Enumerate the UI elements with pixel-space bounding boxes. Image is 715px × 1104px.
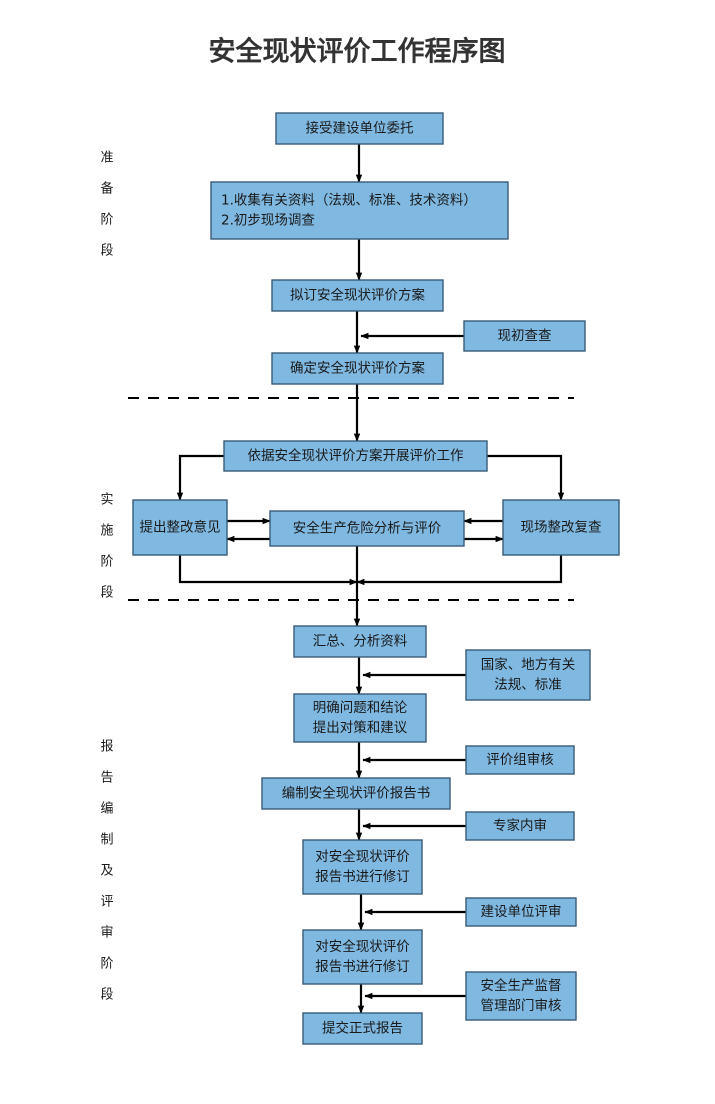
node-label-safety-supervision: 安全生产监督 [481,977,562,994]
node-label-revise-report-1: 报告书进行修订 [315,869,410,885]
node-box-expert-review[interactable] [465,811,575,841]
phase-char: 准 [100,151,113,166]
node-box-accept-commission[interactable] [275,112,444,145]
node-box-confirm-plan[interactable] [271,352,444,385]
phase-char: 及 [100,864,113,879]
node-label-revise-report-2: 报告书进行修订 [315,959,410,975]
node-summarize-data[interactable]: 汇总、分析资料 [293,625,427,658]
phase-char: 审 [100,926,113,941]
phase-char: 报 [100,740,113,755]
node-box-national-local-laws[interactable] [465,649,591,701]
page-title: 安全现状评价工作程序图 [209,36,506,68]
node-label-safety-supervision: 管理部门审核 [481,998,562,1014]
node-compile-report[interactable]: 编制安全现状评价报告书 [261,777,451,810]
node-confirm-plan[interactable]: 确定安全现状评价方案 [271,352,444,385]
node-box-risk-analysis[interactable] [269,510,465,547]
phase-char: 段 [100,988,113,1003]
node-box-collect-data[interactable] [210,181,509,240]
node-review-group[interactable]: 评价组审核 [465,745,575,775]
node-label-confirm-plan: 确定安全现状评价方案 [290,360,425,377]
node-box-revise-report-2[interactable] [302,929,423,985]
node-risk-analysis[interactable]: 安全生产危险分析与评价 [269,510,465,547]
node-label-risk-analysis: 安全生产危险分析与评价 [293,520,442,537]
phase-char: 施 [100,524,113,539]
node-label-national-local-laws: 法规、标准 [494,677,562,693]
node-box-draft-plan[interactable] [271,279,444,312]
node-box-onsite-recheck[interactable] [502,499,620,556]
node-expert-review[interactable]: 专家内审 [465,811,575,841]
node-box-rectification-opinion[interactable] [132,499,228,556]
phase-char: 实 [100,493,113,508]
phase-char: 评 [100,895,113,910]
phase-char: 备 [100,181,113,197]
flow-connectors [176,144,565,1014]
node-box-initial-survey[interactable] [463,320,586,352]
node-collect-data[interactable]: 1.收集有关资料（法规、标准、技术资料） 2.初步现场调查 [210,181,509,240]
phase-char: 阶 [100,957,113,972]
node-label-national-local-laws: 国家、地方有关 [481,656,576,673]
connector-left-bottom-loop [178,555,358,586]
node-onsite-recheck[interactable]: 现场整改复查 [502,499,620,556]
node-label-review-group: 评价组审核 [486,752,554,768]
connector-right-bottom-loop [356,555,563,586]
node-conduct-evaluation[interactable]: 依据安全现状评价方案开展评价工作 [223,440,488,472]
node-accept-commission[interactable]: 接受建设单位委托 [275,112,444,145]
node-box-owner-review[interactable] [465,897,577,927]
node-label-clarify-problems: 提出对策和建议 [313,719,408,736]
phase-char: 编 [100,802,113,817]
phase-char: 阶 [100,213,113,228]
node-label-revise-report-2: 对安全现状评价 [315,938,410,955]
node-box-safety-supervision[interactable] [465,971,577,1021]
node-box-conduct-evaluation[interactable] [223,440,488,472]
node-label-collect-data: 1.收集有关资料（法规、标准、技术资料） [221,193,477,209]
node-initial-survey[interactable]: 现初查查 [463,320,586,352]
node-box-review-group[interactable] [465,745,575,775]
phase-dividers [128,397,574,601]
node-rectification-opinion[interactable]: 提出整改意见 [132,499,228,556]
node-label-clarify-problems: 明确问题和结论 [313,700,408,716]
node-label-owner-review: 建设单位评审 [481,904,562,920]
node-box-clarify-problems[interactable] [293,693,427,743]
phase-char: 阶 [100,555,113,570]
node-label-collect-data: 2.初步现场调查 [221,212,315,229]
node-label-summarize-data: 汇总、分析资料 [313,634,408,650]
node-label-onsite-recheck: 现场整改复查 [521,519,602,536]
node-label-draft-plan: 拟订安全现状评价方案 [290,287,425,304]
phase-char: 告 [100,771,113,786]
flow-nodes: 接受建设单位委托 1.收集有关资料（法规、标准、技术资料） 2.初步现场调查拟订安全… [132,112,620,1045]
node-label-initial-survey: 现初查查 [498,327,552,344]
node-owner-review[interactable]: 建设单位评审 [465,897,577,927]
node-label-compile-report: 编制安全现状评价报告书 [282,785,431,802]
node-label-accept-commission: 接受建设单位委托 [306,120,414,137]
connector-conduct-to-right [487,454,565,501]
phase-char: 段 [100,244,113,259]
node-label-expert-review: 专家内审 [493,817,547,834]
phase-char: 段 [100,586,113,601]
node-label-rectification-opinion: 提出整改意见 [140,519,221,536]
phase-char: 制 [100,833,113,848]
node-label-submit-report: 提交正式报告 [322,1020,403,1037]
node-box-compile-report[interactable] [261,777,451,810]
node-box-summarize-data[interactable] [293,625,427,658]
node-box-submit-report[interactable] [302,1012,423,1045]
node-submit-report[interactable]: 提交正式报告 [302,1012,423,1045]
node-box-revise-report-1[interactable] [302,839,423,895]
node-label-conduct-evaluation: 依据安全现状评价方案开展评价工作 [248,447,464,464]
node-label-revise-report-1: 对安全现状评价 [315,848,410,865]
node-draft-plan[interactable]: 拟订安全现状评价方案 [271,279,444,312]
